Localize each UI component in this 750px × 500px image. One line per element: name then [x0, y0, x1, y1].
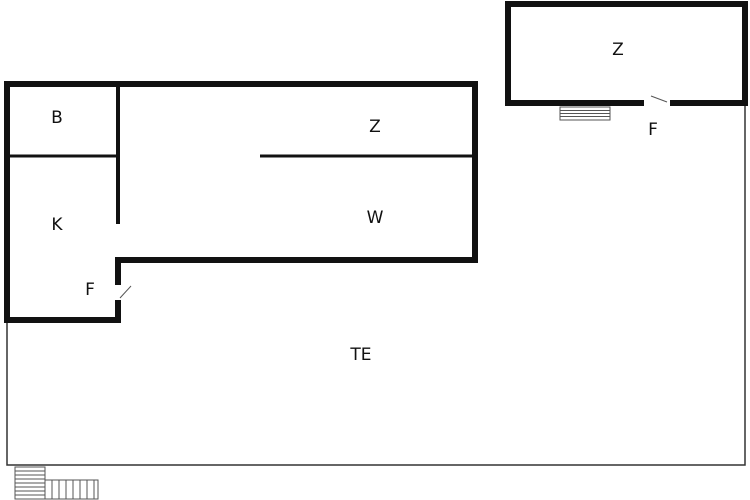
entry-door-swing — [119, 285, 132, 299]
room-label-annex-z: Z — [612, 40, 624, 60]
main-outer-walls — [4, 81, 478, 323]
room-label-bath-b: B — [51, 108, 63, 128]
annex-door-gap — [644, 100, 670, 106]
annex-building — [505, 1, 748, 121]
main-building — [4, 81, 478, 323]
annex-walls — [505, 1, 748, 106]
terrace-stairs — [14, 466, 99, 500]
room-label-living-z: Z — [369, 117, 381, 137]
room-label-annex-entry-f: F — [648, 120, 658, 140]
annex-steps — [559, 106, 611, 121]
room-label-kitchen-k: K — [51, 215, 63, 235]
terrace-outline — [6, 105, 746, 466]
room-label-terrace-te: TE — [349, 345, 371, 365]
room-label-living-w: W — [367, 208, 384, 228]
annex-door-swing — [650, 95, 668, 103]
room-label-entry-f: F — [85, 280, 95, 300]
